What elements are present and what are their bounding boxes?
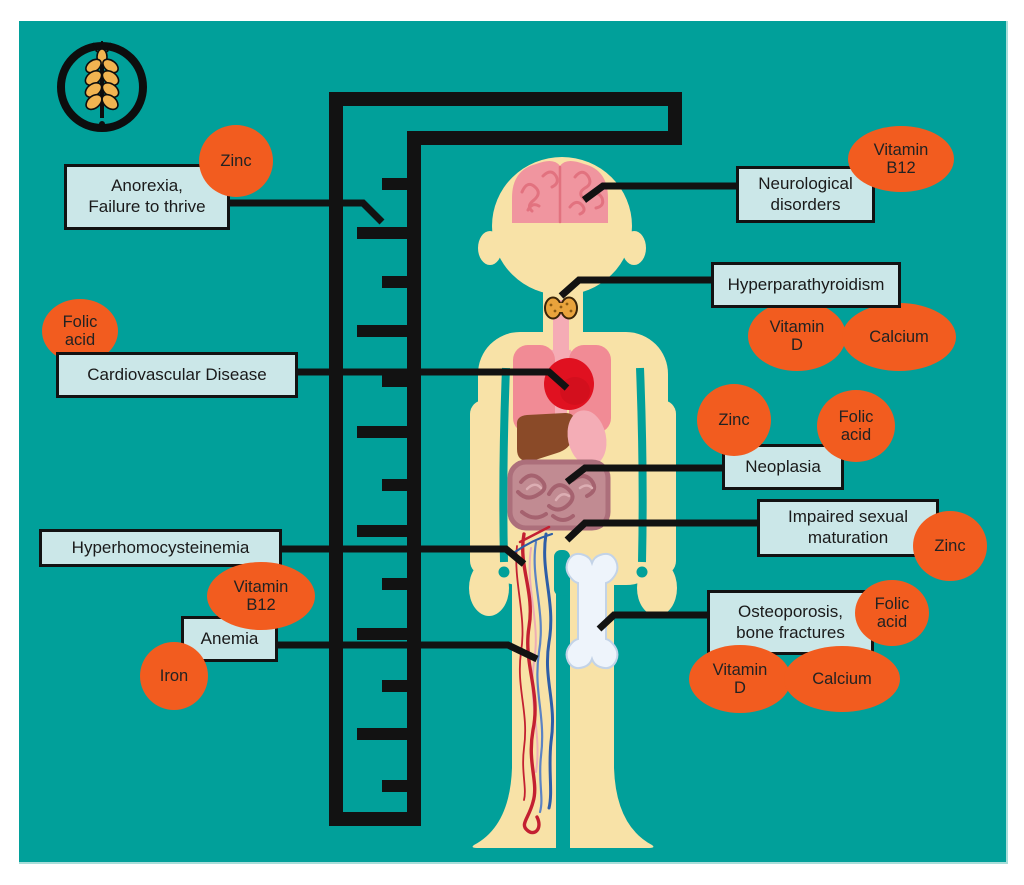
nutrient-label: Vitamin	[873, 140, 929, 159]
condition-label: Cardiovascular Disease	[87, 364, 267, 384]
nutrient-label: acid	[876, 613, 908, 631]
bone	[565, 552, 619, 670]
intestines	[507, 459, 611, 531]
body-figure	[469, 157, 677, 848]
nutrient-label: Folic	[874, 594, 910, 613]
nutrient-label: Zinc	[718, 410, 750, 429]
nutrient-label: B12	[886, 159, 916, 177]
connector-anorexia-ruler	[230, 199, 385, 225]
nutrient-zinc-neoplasia: Zinc	[697, 384, 771, 456]
nutrient-label: Vitamin	[769, 317, 825, 336]
condition-label: Impaired sexual	[787, 507, 908, 527]
condition-label: Neurological	[758, 173, 853, 193]
nutrient-label: Zinc	[220, 151, 252, 170]
blood-vessels	[513, 525, 555, 835]
connector-hyperparathyroidism-thyroid	[558, 276, 712, 299]
connector-cardiovascular-heart	[298, 368, 570, 391]
condition-box-cardiovascular: Cardiovascular Disease	[56, 352, 298, 398]
nutrient-vitamin-d-osteoporosis: Vitamin D	[689, 645, 791, 713]
nutrient-label: Vitamin	[712, 660, 768, 679]
nutrient-label: Calcium	[869, 327, 929, 346]
nutrient-vitamin-b12-anemia: Vitamin B12	[207, 562, 315, 630]
nutrient-calcium-hyperparathyroidism: Calcium	[842, 303, 956, 371]
nutrient-label: Calcium	[812, 669, 872, 688]
condition-label: Hyperhomocysteinemia	[71, 537, 250, 557]
nutrient-label: Folic	[838, 407, 874, 426]
nutrient-label: Iron	[159, 666, 189, 685]
nutrient-folic-acid-osteoporosis: Folic acid	[855, 580, 929, 646]
connector-anemia-vessels	[278, 641, 539, 663]
condition-box-impaired-sexual-maturation: Impaired sexual maturation	[757, 499, 939, 557]
condition-label: Anorexia,	[111, 176, 183, 196]
stomach	[567, 410, 607, 466]
liver	[516, 413, 575, 462]
brain	[512, 160, 608, 224]
condition-label: Anemia	[200, 628, 259, 648]
heart	[544, 358, 594, 410]
connector-impaired-groin	[564, 519, 758, 543]
condition-box-hyperparathyroidism: Hyperparathyroidism	[711, 262, 901, 308]
condition-box-neoplasia: Neoplasia	[722, 444, 844, 490]
condition-label: Osteoporosis,	[738, 601, 843, 621]
condition-box-hyperhomocysteinemia: Hyperhomocysteinemia	[39, 529, 282, 567]
nutrient-label: D	[791, 336, 803, 354]
condition-box-osteoporosis: Osteoporosis, bone fractures	[707, 590, 874, 655]
condition-box-neurological: Neurological disorders	[736, 166, 875, 223]
condition-label: disorders	[770, 194, 841, 214]
nutrient-label: D	[734, 679, 746, 697]
foot-right	[570, 768, 654, 848]
condition-label: bone fractures	[736, 622, 845, 642]
nutrient-label: acid	[64, 331, 96, 349]
nutrient-label: Vitamin	[233, 577, 289, 596]
connector-hyperhomocysteinemia-vessels	[281, 545, 527, 567]
nutrient-label: acid	[840, 426, 872, 444]
nutrient-vitamin-b12-neurological: Vitamin B12	[848, 126, 954, 192]
nutrient-label: Zinc	[934, 536, 966, 555]
nutrient-label: B12	[246, 596, 276, 614]
connector-neurological-brain	[581, 182, 737, 203]
wheat-icon	[57, 41, 147, 132]
nutrient-calcium-osteoporosis: Calcium	[784, 646, 900, 712]
arm-left	[470, 400, 502, 575]
nutrient-zinc-impaired: Zinc	[913, 511, 987, 581]
condition-label: Failure to thrive	[88, 197, 206, 216]
condition-label: Neoplasia	[745, 456, 821, 476]
foot-left	[472, 768, 556, 848]
condition-label: Hyperparathyroidism	[727, 274, 885, 294]
connector-osteoporosis-bone	[596, 611, 708, 632]
nutrient-label: Folic	[62, 312, 98, 331]
arm-right	[644, 400, 676, 575]
connector-lines	[230, 182, 758, 663]
thyroid	[544, 296, 578, 320]
nutrient-folic-acid-neoplasia: Folic acid	[817, 390, 895, 462]
nutrient-vitamin-d-hyperparathyroidism: Vitamin D	[748, 301, 846, 371]
condition-box-anorexia: Anorexia, Failure to thrive	[64, 164, 230, 230]
condition-label: maturation	[807, 528, 889, 547]
nutrient-iron-anemia: Iron	[140, 642, 208, 710]
nutrient-zinc-anorexia: Zinc	[199, 125, 273, 197]
connector-neoplasia-intestines	[564, 464, 723, 485]
